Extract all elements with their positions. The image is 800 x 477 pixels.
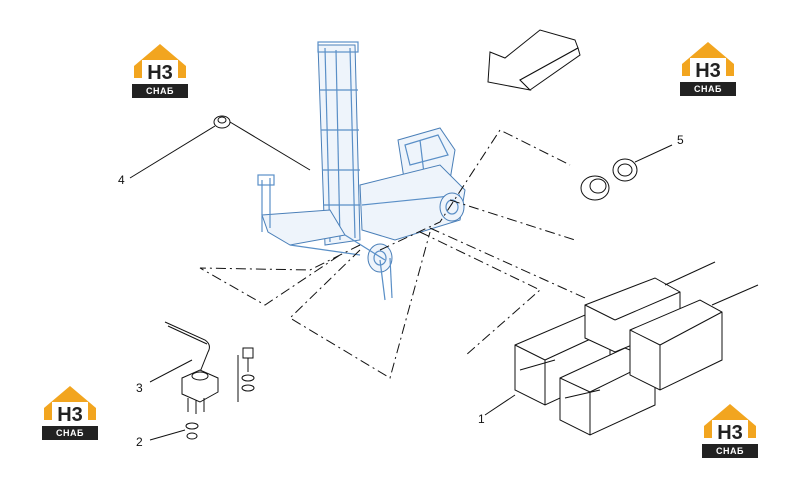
part-2-solenoid <box>149 347 255 441</box>
house-logo-icon: H3 СНАБ <box>42 386 98 440</box>
container-handler-machine <box>257 41 466 301</box>
svg-text:СНАБ: СНАБ <box>694 84 722 94</box>
house-logo-icon: H3 СНАБ <box>680 42 736 96</box>
svg-text:H3: H3 <box>57 404 83 426</box>
callout-3: 3 <box>136 381 143 395</box>
logo-bottom-left: H3 СНАБ <box>38 380 102 444</box>
direction-arrow <box>487 29 581 91</box>
batteries-group <box>484 261 759 436</box>
svg-text:H3: H3 <box>695 60 721 82</box>
part-3-wire <box>149 321 210 383</box>
part-4-bushing <box>129 115 311 179</box>
logo-bottom-right: H3 СНАБ <box>698 398 762 462</box>
svg-text:СНАБ: СНАБ <box>146 86 174 96</box>
callout-1: 1 <box>478 412 485 426</box>
house-logo-icon: H3 СНАБ <box>702 404 758 458</box>
callout-4: 4 <box>118 173 125 187</box>
svg-text:H3: H3 <box>717 422 743 444</box>
house-logo-icon: H3 СНАБ <box>132 44 188 98</box>
callout-2: 2 <box>136 435 143 449</box>
logo-top-right: H3 СНАБ <box>676 36 740 100</box>
logo-top-left: H3 СНАБ <box>128 38 192 102</box>
svg-text:H3: H3 <box>147 62 173 84</box>
leader-lines <box>199 129 586 379</box>
svg-text:СНАБ: СНАБ <box>716 446 744 456</box>
svg-text:СНАБ: СНАБ <box>56 428 84 438</box>
part-5-socket <box>580 144 673 201</box>
callout-5: 5 <box>677 133 684 147</box>
